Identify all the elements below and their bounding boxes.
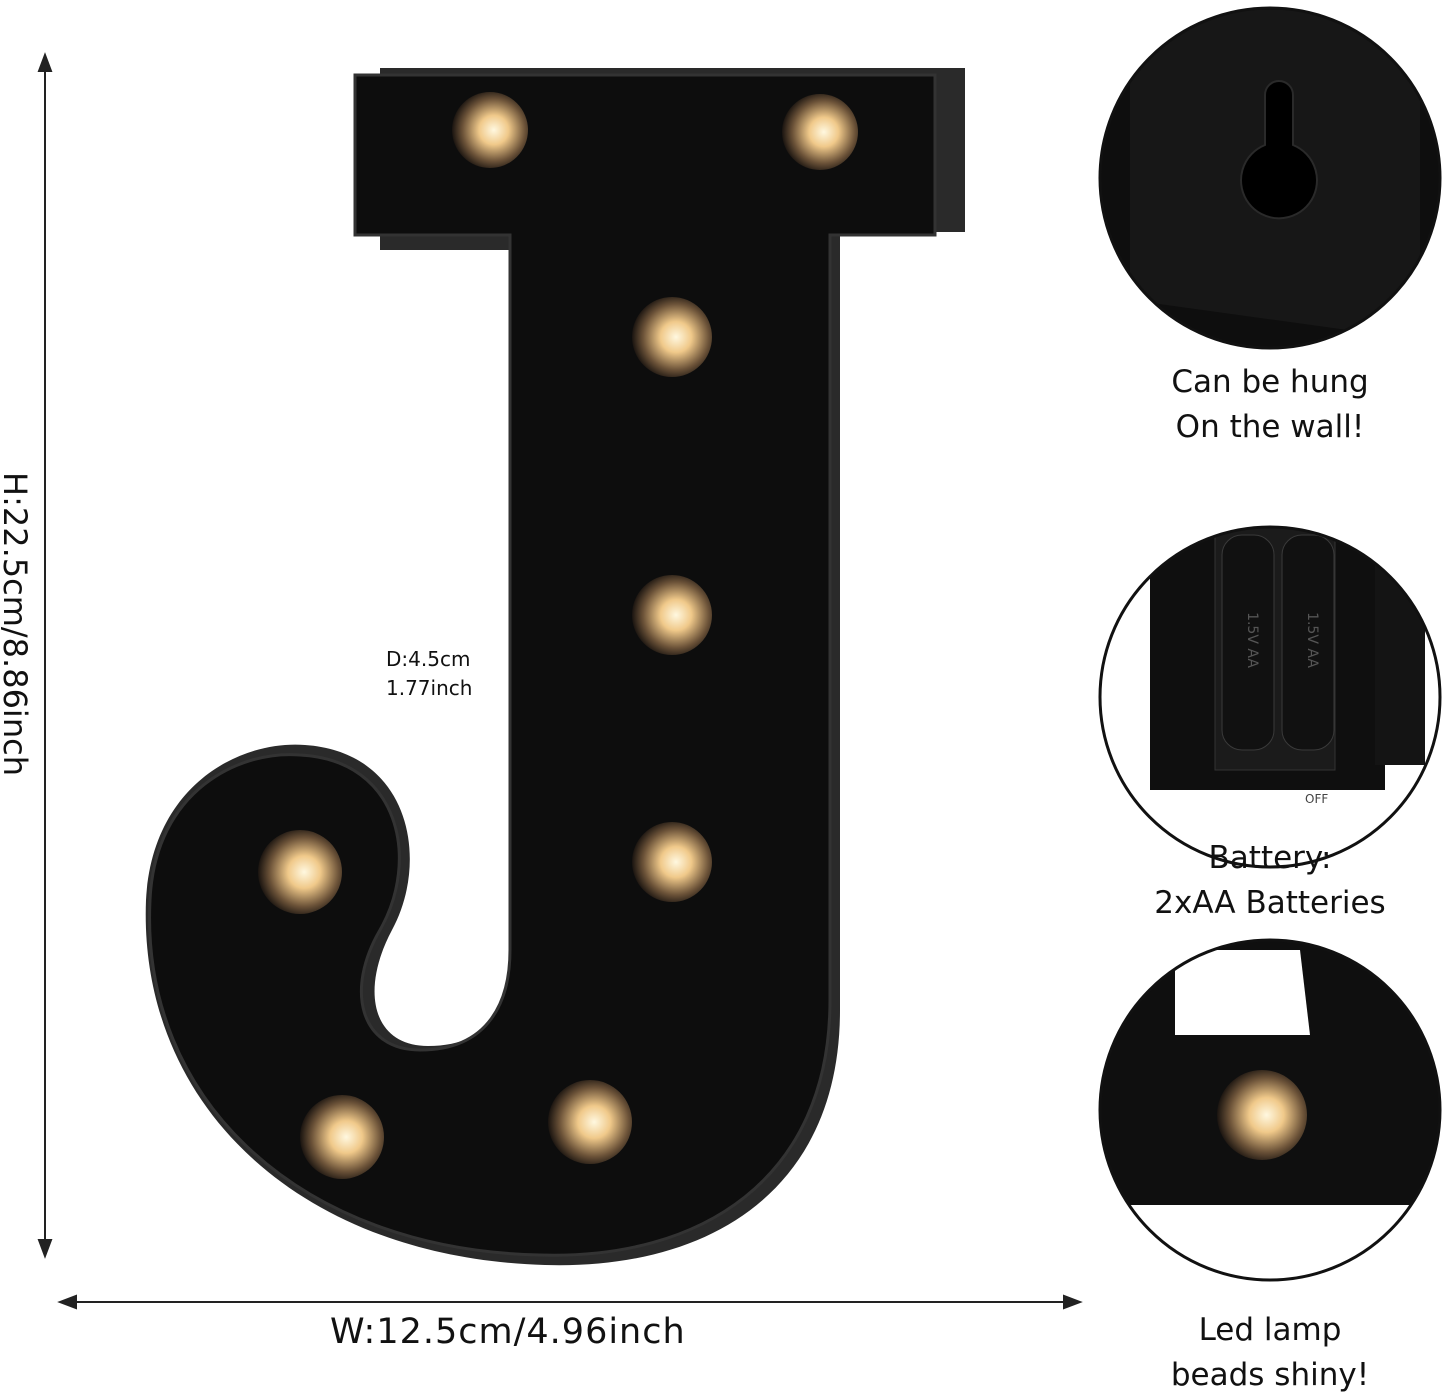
height-arrow xyxy=(37,52,53,1259)
bulb-icon xyxy=(300,1095,384,1179)
caption-battery: Battery: 2xAA Batteries xyxy=(1100,836,1440,926)
depth-cm: D:4.5cm xyxy=(386,647,471,671)
caption-wall-mount: Can be hung On the wall! xyxy=(1100,360,1440,450)
keyhole-icon xyxy=(1240,80,1318,220)
caption-led: Led lamp beads shiny! xyxy=(1100,1308,1440,1398)
bulb-icon xyxy=(632,822,712,902)
bulb-icon xyxy=(452,92,528,168)
width-label: W:12.5cm/4.96inch xyxy=(330,1312,686,1352)
battery-label: 1.5V AA xyxy=(1304,612,1320,668)
caption-line: Battery: xyxy=(1208,840,1332,876)
bulb-icon xyxy=(632,297,712,377)
caption-line: Led lamp xyxy=(1198,1312,1342,1348)
bulb-icon xyxy=(258,830,342,914)
letter-j xyxy=(145,68,965,1266)
height-label: H:22.5cm/8.86inch xyxy=(0,472,34,776)
battery-detail: 1.5V AA 1.5V AA OFF xyxy=(1098,525,1442,869)
bulb-icon xyxy=(632,575,712,655)
caption-line: beads shiny! xyxy=(1170,1356,1370,1393)
bulbs xyxy=(258,92,858,1179)
bulb-icon xyxy=(782,94,858,170)
depth-label: D:4.5cm 1.77inch xyxy=(386,645,472,703)
caption-line: On the wall! xyxy=(1175,408,1365,445)
bulb-icon xyxy=(548,1080,632,1164)
caption-line: Can be hung xyxy=(1171,364,1369,400)
keyhole-detail xyxy=(1098,6,1442,350)
switch-label: OFF xyxy=(1305,792,1328,806)
width-arrow xyxy=(57,1294,1083,1310)
battery-label: 1.5V AA xyxy=(1244,612,1260,668)
bulb-detail xyxy=(1098,938,1442,1282)
depth-inch: 1.77inch xyxy=(386,676,473,700)
caption-line: 2xAA Batteries xyxy=(1154,884,1386,921)
